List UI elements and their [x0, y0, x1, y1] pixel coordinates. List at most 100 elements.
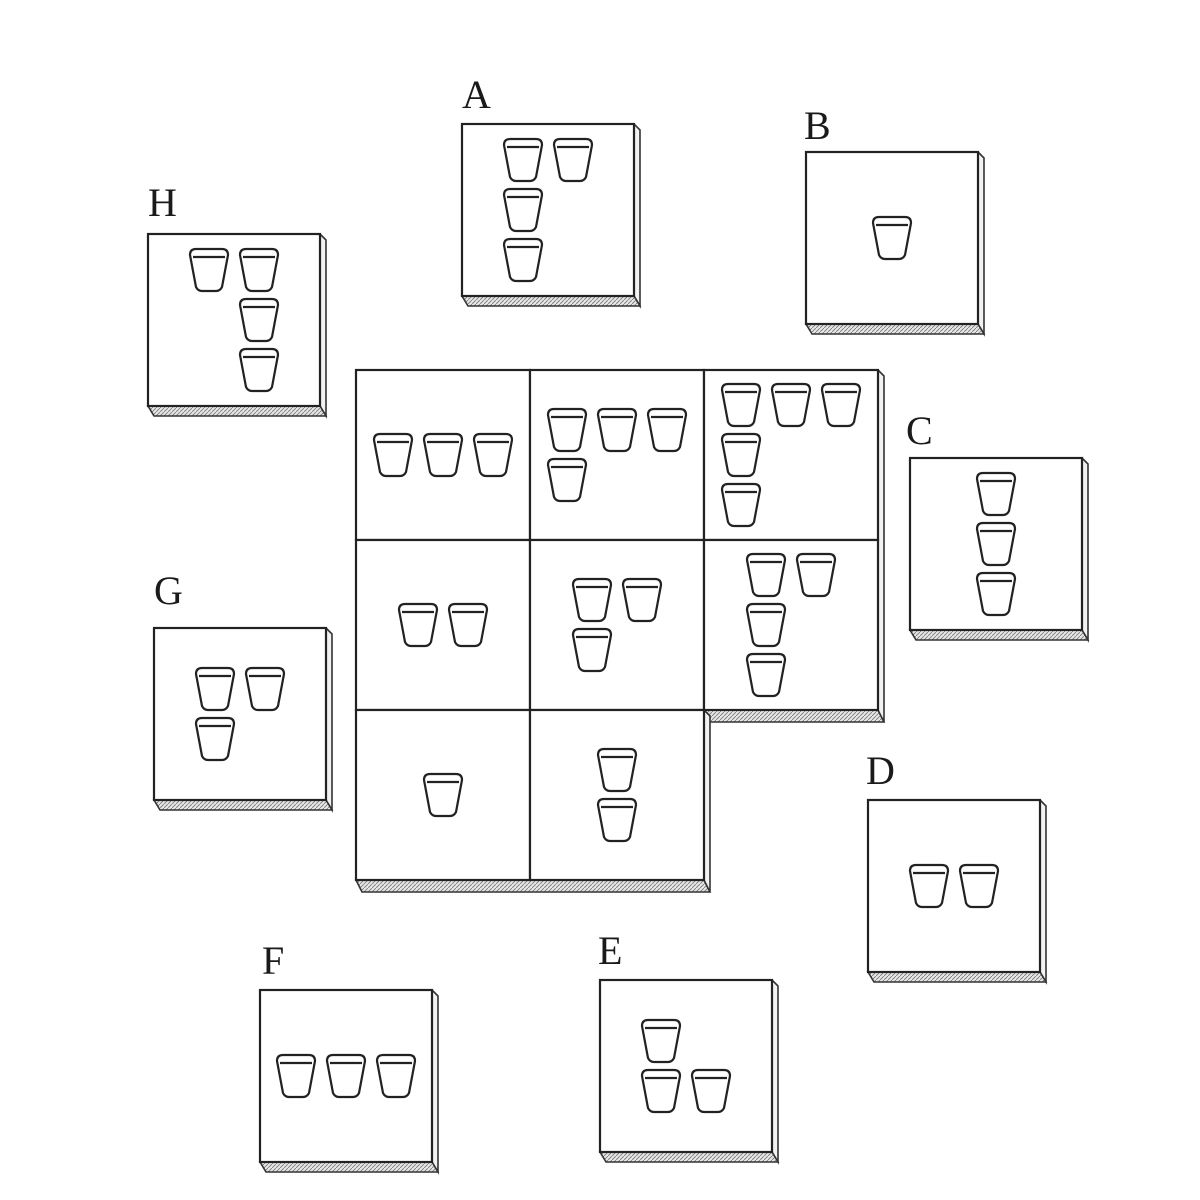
cup-icon: [690, 1068, 732, 1114]
option-e-tile[interactable]: E: [598, 928, 780, 1165]
grid-cell-r2c1: [354, 538, 532, 712]
cup-icon: [244, 666, 286, 712]
board-bottom-edge: [702, 709, 886, 723]
cup-icon: [975, 471, 1017, 517]
cup-icon: [422, 772, 464, 818]
grid-cell-r3c1: [354, 708, 532, 882]
cup-icon: [745, 652, 787, 698]
tile-bottom-edge: [152, 799, 334, 811]
cup-icon: [596, 797, 638, 843]
option-f-label: F: [262, 938, 284, 983]
cup-icon: [975, 521, 1017, 567]
tile-bottom-edge: [866, 971, 1048, 983]
tile-bottom-edge: [908, 629, 1090, 641]
cup-icon: [275, 1053, 317, 1099]
cup-icon: [422, 432, 464, 478]
cup-icon: [871, 215, 913, 261]
tile-face: [146, 232, 322, 408]
option-b-tile[interactable]: B: [804, 103, 986, 337]
option-tile-body: [146, 232, 328, 419]
cup-icon: [745, 602, 787, 648]
option-tile-body: [908, 456, 1090, 643]
cup-icon: [745, 552, 787, 598]
option-g-tile[interactable]: G: [152, 568, 334, 813]
option-h-label: H: [148, 180, 177, 225]
cup-icon: [397, 602, 439, 648]
cup-icon: [795, 552, 837, 598]
cup-icon: [372, 432, 414, 478]
cup-icon: [640, 1068, 682, 1114]
grid-cell-face: [702, 538, 880, 712]
tile-face: [152, 626, 328, 802]
option-d-tile[interactable]: D: [866, 748, 1048, 985]
tile-bottom-edge: [804, 323, 986, 335]
cup-icon: [908, 863, 950, 909]
option-tile-body: [866, 798, 1048, 985]
cup-icon: [188, 247, 230, 293]
cup-icon: [640, 1018, 682, 1064]
cup-icon: [720, 482, 762, 528]
board-bottom-edge: [354, 879, 712, 893]
grid-cell-r1c2: [528, 368, 706, 542]
option-c-tile[interactable]: C: [906, 408, 1090, 643]
grid-cell-r2c2: [528, 538, 706, 712]
cup-icon: [646, 407, 688, 453]
option-b-label: B: [804, 103, 831, 148]
cup-icon: [546, 457, 588, 503]
cup-icon: [472, 432, 514, 478]
option-tile-body: [152, 626, 334, 813]
cup-icon: [502, 187, 544, 233]
cup-icon: [238, 247, 280, 293]
board-side-edge: [703, 709, 711, 893]
cup-icon: [720, 432, 762, 478]
cup-icon: [502, 137, 544, 183]
cup-icon: [596, 407, 638, 453]
option-tile-body: [804, 150, 986, 337]
cup-icon: [958, 863, 1000, 909]
option-a-label: A: [462, 72, 491, 117]
option-tile-body: [598, 978, 780, 1165]
grid-cell-r1c3: [702, 368, 880, 542]
cup-icon: [571, 627, 613, 673]
option-d-label: D: [866, 748, 895, 793]
tile-bottom-edge: [146, 405, 328, 417]
cup-icon: [975, 571, 1017, 617]
cup-icon: [238, 297, 280, 343]
cup-icon: [194, 716, 236, 762]
option-e-label: E: [598, 928, 622, 973]
answer-options: A B C D E F G H: [146, 72, 1090, 1175]
option-tile-body: [258, 988, 440, 1175]
board-side-edge: [877, 369, 885, 723]
cup-icon: [820, 382, 862, 428]
tile-face: [866, 798, 1042, 974]
main-grid-board: [354, 368, 886, 893]
option-c-label: C: [906, 408, 933, 453]
grid-cell-r1c1: [354, 368, 532, 542]
tile-face: [598, 978, 774, 1154]
cup-icon: [720, 382, 762, 428]
cup-icon: [596, 747, 638, 793]
grid-cell-r2c3: [702, 538, 880, 712]
tile-face: [460, 122, 636, 298]
cup-icon: [621, 577, 663, 623]
cup-icon: [770, 382, 812, 428]
cup-icon: [546, 407, 588, 453]
cup-icon: [502, 237, 544, 283]
option-f-tile[interactable]: F: [258, 938, 440, 1175]
grid-cell-r3c2: [528, 708, 706, 882]
grid-cell-face: [354, 538, 532, 712]
grid-cell-face: [528, 368, 706, 542]
option-a-tile[interactable]: A: [460, 72, 642, 309]
cup-icon: [325, 1053, 367, 1099]
cup-icon: [552, 137, 594, 183]
grid-cell-face: [528, 538, 706, 712]
tile-bottom-edge: [258, 1161, 440, 1173]
option-tile-body: [460, 122, 642, 309]
grid-cell-face: [528, 708, 706, 882]
tile-bottom-edge: [460, 295, 642, 307]
cup-icon: [194, 666, 236, 712]
cup-icon: [375, 1053, 417, 1099]
option-h-tile[interactable]: H: [146, 180, 328, 419]
tile-bottom-edge: [598, 1151, 780, 1163]
